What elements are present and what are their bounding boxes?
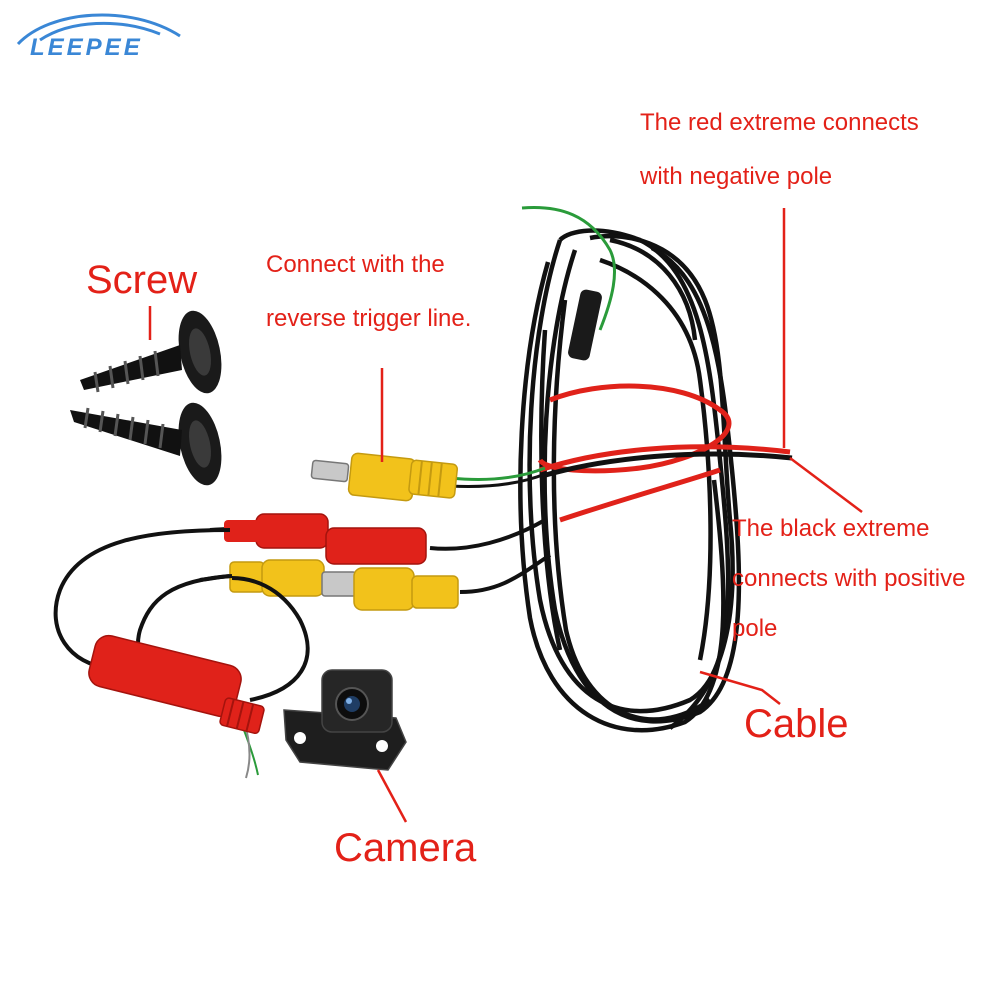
cable-coil — [518, 228, 742, 733]
red-power-connector — [209, 513, 546, 565]
red-harness-block — [88, 634, 265, 735]
camera-body — [283, 669, 407, 771]
label-black-extreme-1: The black extreme — [732, 515, 930, 542]
label-red-extreme-2: with negative pole — [640, 163, 833, 190]
label-camera: Camera — [334, 826, 477, 870]
rca-trigger-connector — [310, 452, 546, 502]
brand-logo: LEEPEE — [30, 34, 143, 61]
label-cable: Cable — [744, 702, 849, 746]
label-black-extreme-3: pole — [732, 615, 778, 642]
inline-connector — [568, 289, 602, 361]
screw-bottom — [70, 402, 222, 486]
label-trigger-line-2: reverse trigger line. — [266, 305, 472, 332]
power-wire-red-black — [537, 383, 793, 523]
label-black-extreme-2: connects with positive — [732, 565, 966, 592]
label-screw: Screw — [86, 258, 198, 302]
screw-top — [80, 310, 222, 394]
leader-lines — [148, 208, 863, 823]
logo-car-icon — [16, 13, 181, 46]
trigger-wire-green-top — [521, 206, 617, 331]
label-trigger-line-1: Connect with the — [266, 251, 445, 278]
label-red-extreme-1: The red extreme connects — [640, 109, 919, 136]
